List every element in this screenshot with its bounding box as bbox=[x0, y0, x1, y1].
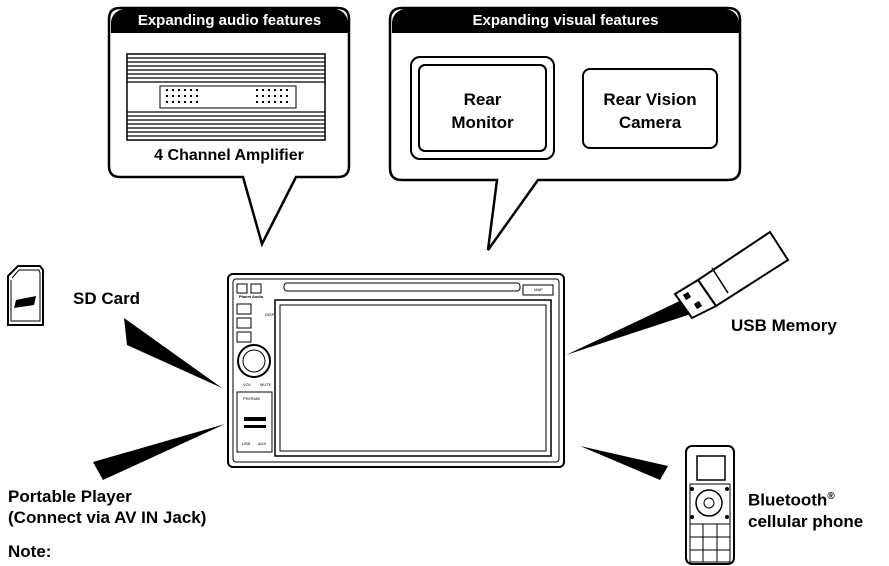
usb-memory-icon bbox=[673, 230, 790, 320]
usb-connection-wedge bbox=[566, 298, 694, 355]
registered-mark: ® bbox=[827, 491, 835, 502]
cellular-phone-icon bbox=[685, 445, 735, 565]
disp-label: DISP bbox=[265, 312, 275, 317]
rear-monitor-box bbox=[418, 64, 547, 152]
bluetooth-phone-label: Bluetooth® cellular phone bbox=[748, 486, 863, 532]
amplifier-icon bbox=[126, 53, 326, 141]
portable-player-label-line1: Portable Player bbox=[8, 487, 132, 506]
portable-player-label: Portable Player (Connect via AV IN Jack) bbox=[8, 486, 206, 528]
note-label: Note: bbox=[8, 542, 52, 561]
rear-camera-label-line1: Rear Vision bbox=[603, 90, 697, 109]
cellular-phone-label: cellular phone bbox=[748, 511, 864, 531]
rear-monitor-label-line1: Rear bbox=[463, 90, 502, 109]
head-unit-brand: Planet Audio bbox=[239, 294, 264, 299]
mute-label: MUTE bbox=[260, 382, 272, 387]
visual-features-title: Expanding visual features bbox=[392, 9, 739, 33]
phone-connection-wedge bbox=[580, 446, 668, 480]
rear-monitor-label: Rear Monitor bbox=[419, 88, 546, 134]
vol-label: VOL bbox=[243, 382, 252, 387]
sd-card-icon bbox=[7, 265, 44, 326]
sd-connection-wedge bbox=[124, 318, 222, 388]
head-unit-model: P9VR680 bbox=[243, 396, 261, 401]
rear-camera-label: Rear Vision Camera bbox=[583, 88, 717, 134]
amplifier-label: 4 Channel Amplifier bbox=[154, 147, 304, 164]
rear-camera-label-line2: Camera bbox=[618, 113, 682, 132]
rear-camera-box bbox=[582, 68, 718, 149]
aux-port-label: AUX bbox=[258, 441, 267, 446]
sd-card-label: SD Card bbox=[73, 289, 141, 308]
bluetooth-label: Bluetooth bbox=[748, 490, 828, 510]
usb-memory-label: USB Memory bbox=[731, 316, 837, 335]
portable-player-label-line2: (Connect via AV IN Jack) bbox=[8, 508, 207, 527]
rear-monitor-label-line2: Monitor bbox=[451, 113, 514, 132]
map-button-label: MAP bbox=[534, 287, 543, 292]
head-unit bbox=[227, 273, 565, 468]
usb-port-label: USB bbox=[242, 441, 251, 446]
player-connection-wedge bbox=[93, 424, 225, 480]
audio-features-title: Expanding audio features bbox=[111, 9, 348, 33]
